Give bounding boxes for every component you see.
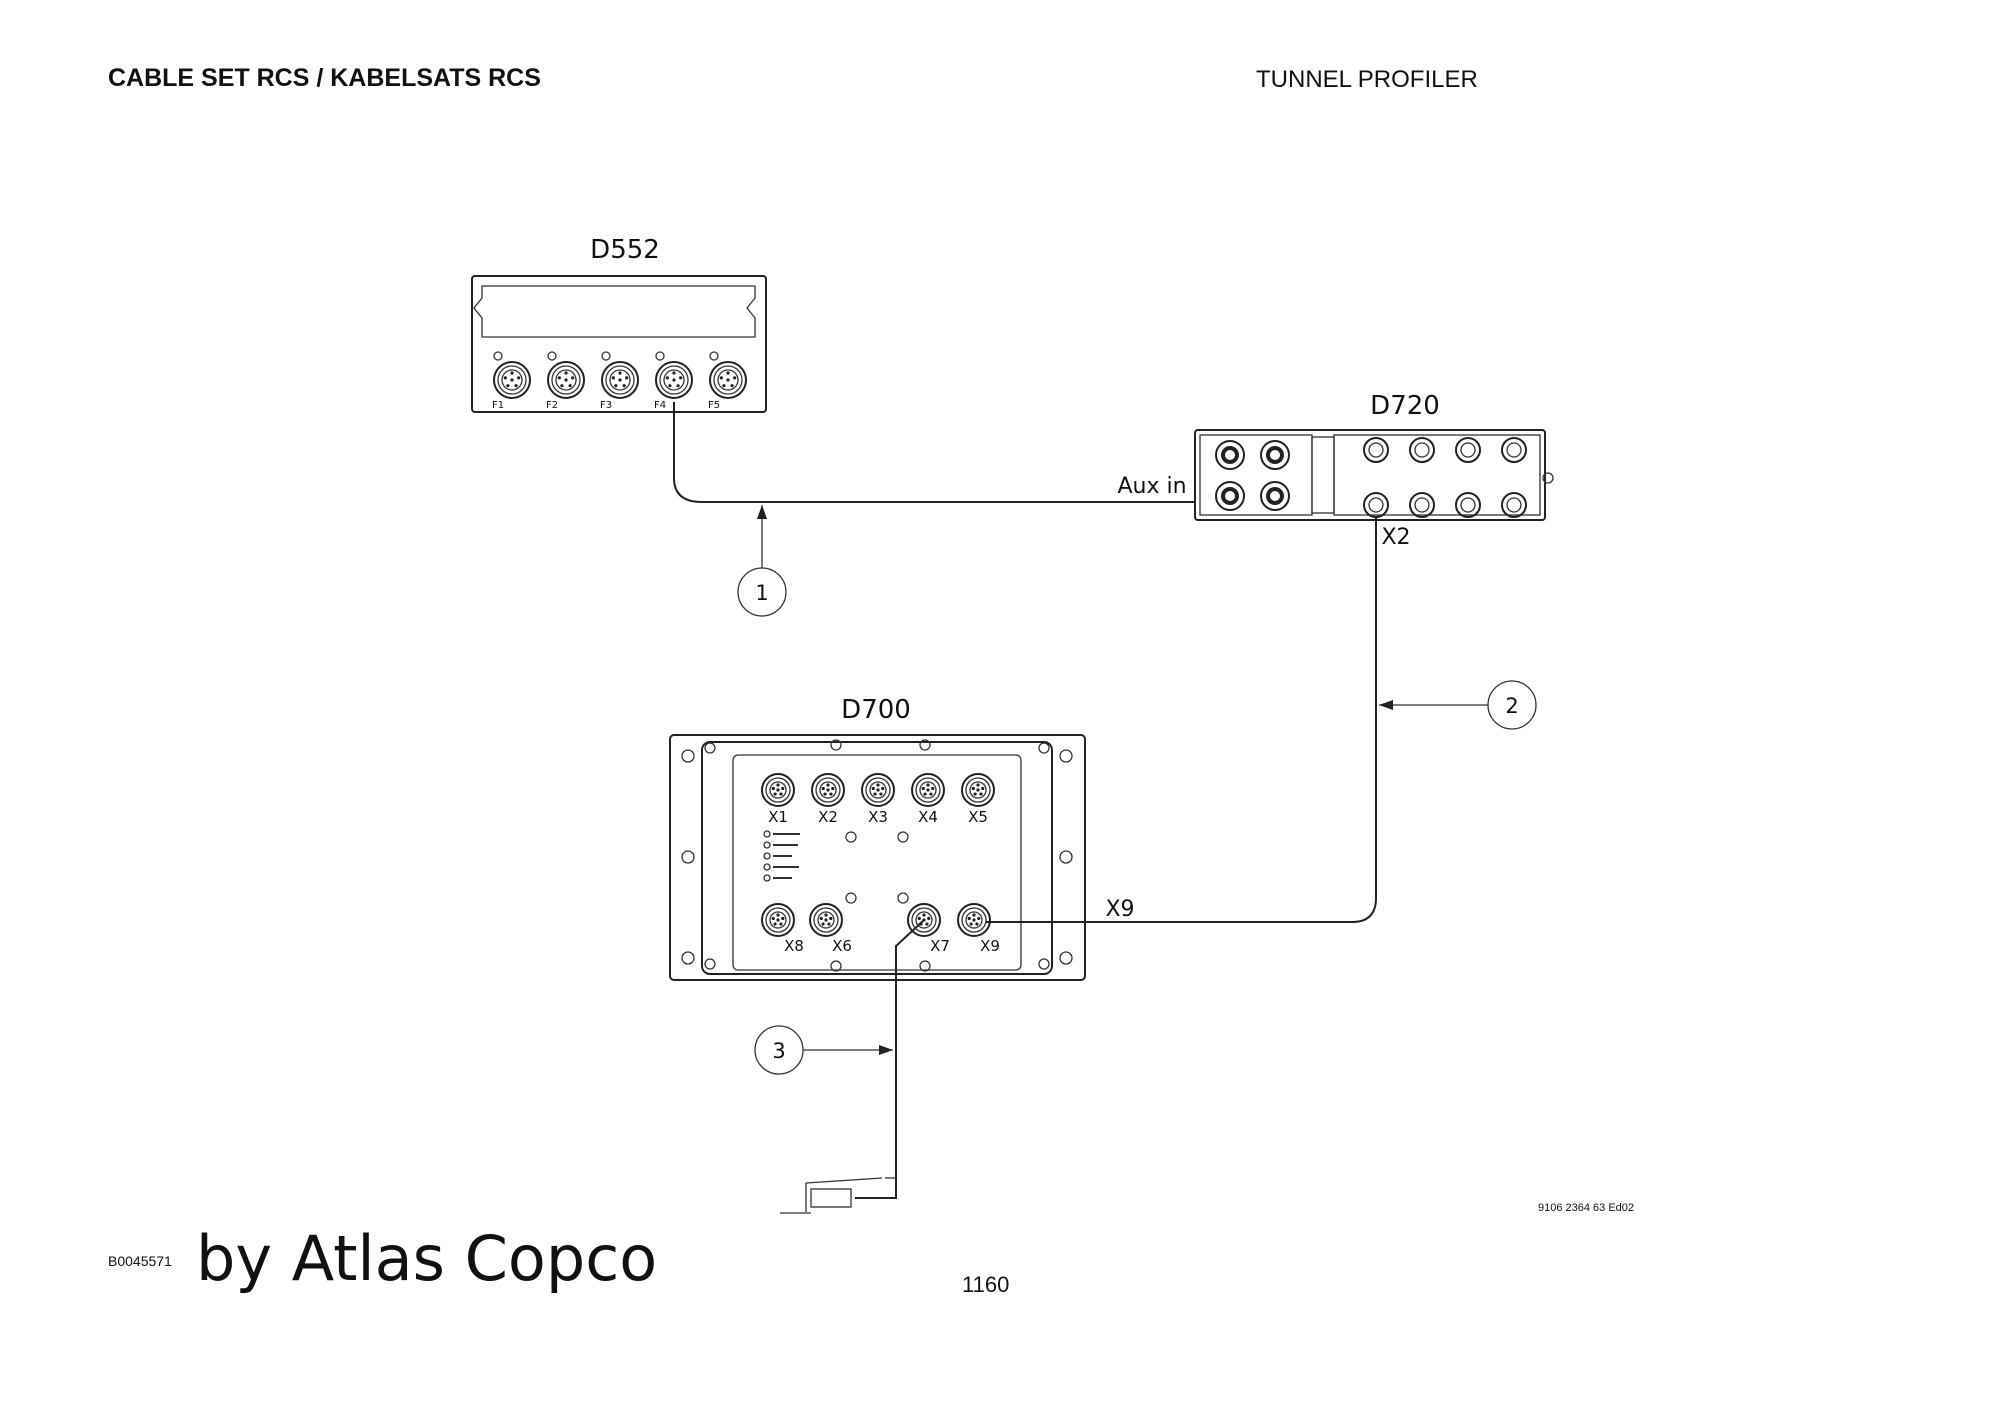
device-d700: D700 X1 X2 X3 X4 X5 (669, 695, 1135, 981)
d720-connector (1455, 492, 1481, 518)
d700-port-x1: X1 (761, 773, 795, 826)
callout-3: 3 (754, 1025, 893, 1075)
d700-port-label: X8 (784, 937, 804, 955)
callout-1: 1 (737, 505, 787, 617)
d720-aux-in-label: Aux in (1117, 474, 1186, 499)
d700-port-label: X6 (832, 937, 852, 955)
d552-port-label: F1 (492, 400, 504, 411)
d700-port-label: X7 (930, 937, 950, 955)
d700-port-label: X5 (968, 808, 988, 826)
d552-port-label: F2 (546, 400, 558, 411)
d552-label: D552 (590, 235, 660, 265)
document-number: 9106 2364 63 Ed02 (1538, 1202, 1635, 1214)
d552-port-label: F4 (654, 400, 666, 411)
d700-flange (669, 734, 1086, 981)
d720-divider (1311, 436, 1335, 514)
d720-connector (1409, 492, 1435, 518)
callout-3-number: 3 (772, 1039, 785, 1063)
callout-1-number: 1 (755, 581, 768, 605)
d720-io-connectors (1363, 437, 1554, 518)
page-number: 1160 (962, 1272, 1010, 1297)
callout-2: 2 (1379, 680, 1537, 730)
device-d552: D552 F1 F2 F3 F4 F5 (471, 235, 767, 413)
d552-housing (471, 275, 767, 413)
cable-3 (855, 919, 925, 1199)
d700-port-x4: X4 (911, 773, 945, 826)
d720-connector (1363, 437, 1389, 463)
d552-port-label: F3 (600, 400, 612, 411)
d700-port-x5: X5 (961, 773, 995, 826)
d700-port-x6: X6 (809, 903, 852, 955)
d552-port-f2: F2 (546, 351, 585, 411)
d700-port-label: X2 (818, 808, 838, 826)
d552-port-f3: F3 (600, 351, 639, 411)
image-code: B0045571 (108, 1253, 172, 1269)
page-title: CABLE SET RCS / KABELSATS RCS (108, 64, 541, 92)
d552-display-window (473, 285, 756, 338)
cable-1 (673, 402, 1195, 503)
d552-port-f1: F1 (492, 351, 531, 411)
d700-status-leds (763, 830, 800, 882)
d720-aux-connectors (1215, 440, 1290, 511)
cable-2 (986, 518, 1377, 923)
d720-housing (1194, 429, 1546, 521)
d720-connector (1501, 492, 1527, 518)
device-d720: D720 Aux in X2 (1117, 391, 1554, 550)
d700-x9-cable-label: X9 (1105, 897, 1134, 922)
d700-port-x2: X2 (811, 773, 845, 826)
d700-label: D700 (841, 695, 911, 725)
d700-body (701, 741, 1053, 975)
d700-port-label: X1 (768, 808, 788, 826)
d720-connector (1409, 437, 1435, 463)
d700-port-label: X4 (918, 808, 938, 826)
d700-faceplate (732, 754, 1022, 971)
d552-port-f5: F5 (708, 351, 747, 411)
d700-port-x3: X3 (861, 773, 895, 826)
callout-2-number: 2 (1505, 694, 1518, 718)
d720-connector (1363, 492, 1389, 518)
brand-signature: by Atlas Copco (196, 1222, 658, 1295)
d700-port-label: X9 (980, 937, 1000, 955)
d552-port-label: F5 (708, 400, 720, 411)
product-name: TUNNEL PROFILER (1256, 66, 1478, 93)
d552-port-f4: F4 (654, 351, 693, 411)
d720-connector (1455, 437, 1481, 463)
d700-port-x8: X8 (761, 903, 804, 955)
d720-port-block (1333, 434, 1541, 516)
d700-mounting-holes (681, 739, 1073, 972)
d700-port-label: X3 (868, 808, 888, 826)
d720-connector (1501, 437, 1527, 463)
d700-port-x7: X7 (907, 903, 950, 955)
d700-port-x9: X9 (957, 903, 1000, 955)
sensor-connector (780, 1177, 883, 1214)
d720-label: D720 (1370, 391, 1440, 421)
d720-x2-label: X2 (1381, 525, 1410, 550)
